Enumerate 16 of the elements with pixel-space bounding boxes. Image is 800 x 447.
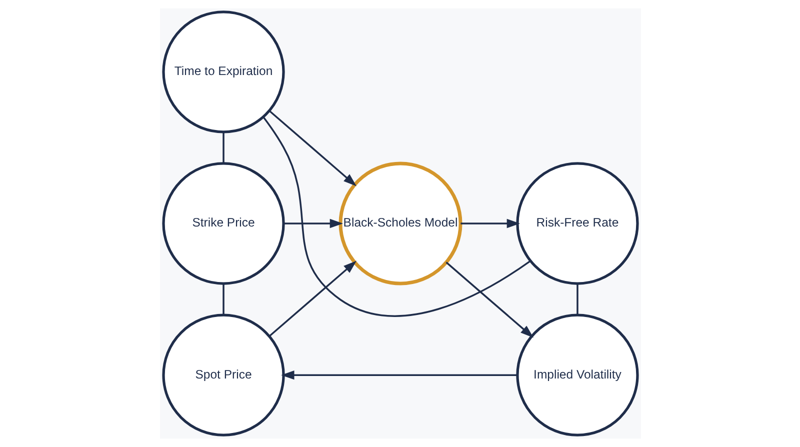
node-circle: Strike Price xyxy=(162,162,284,285)
arrow xyxy=(460,218,520,228)
connector xyxy=(222,284,224,315)
node-circle: Time to Expiration xyxy=(162,10,284,134)
arrow xyxy=(268,110,356,186)
arrow xyxy=(445,262,534,338)
arrow xyxy=(268,260,356,337)
node-circle: Risk-Free Rate xyxy=(516,162,638,285)
arrow xyxy=(280,370,517,380)
arrow xyxy=(283,218,342,228)
connector xyxy=(262,116,530,317)
node-circle: Implied Volatility xyxy=(516,314,638,436)
connector xyxy=(576,284,578,315)
node-circle: Black-Scholes Model xyxy=(338,162,462,286)
node-circle: Spot Price xyxy=(162,314,284,436)
connector xyxy=(222,132,224,164)
